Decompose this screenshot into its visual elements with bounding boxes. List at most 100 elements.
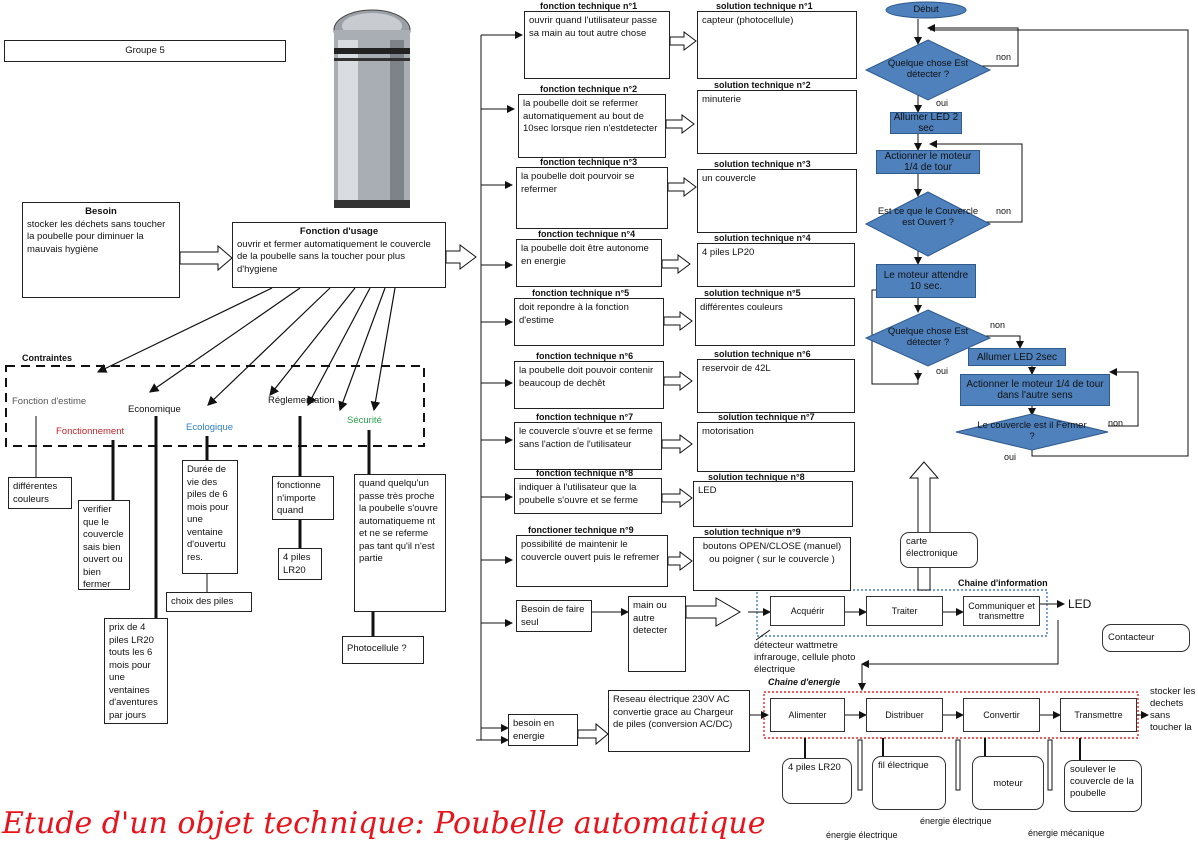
fonction-heading-7: fonction technique n°7 (536, 412, 634, 422)
detail-fonctionnement: verifier que le couvercle sais bien ouve… (78, 500, 130, 590)
main-detect-box: main ou autre detecter (628, 596, 686, 672)
fonction-box-4: la poubelle doit être autonome en energi… (516, 239, 662, 287)
fonction-heading-9: fonctioner technique n°9 (528, 525, 634, 535)
constraint-fonctionnement: Fonctionnement (56, 426, 125, 437)
contraintes-heading: Contraintes (22, 353, 73, 363)
fonction-box-9: possibilité de maintenir le couvercle ou… (516, 535, 668, 587)
detail-reglementation-piles: 4 piles LR20 (278, 548, 322, 580)
solution-heading-8: solution technique n°8 (708, 472, 805, 482)
component-couvercle: soulever le couvercle de la poubelle (1064, 760, 1142, 812)
solution-heading-5: solution technique n°5 (704, 288, 801, 298)
info-block-traiter: Traiter (866, 596, 943, 626)
fonction-heading-2: fonction technique n°2 (540, 84, 638, 94)
flow-q3: Quelque chose Est détecter ? (887, 326, 969, 348)
fonction-heading-6: fonction technique n°6 (536, 351, 634, 361)
flow-a3: Le moteur attendre 10 sec. (876, 264, 976, 298)
detail-ecologique: Durée de vie des piles de 6 mois pour un… (182, 460, 238, 574)
info-block-communiquer: Communiquer et transmettre (963, 596, 1040, 626)
flow-start: Début (913, 4, 939, 15)
flow-q1: Quelque chose Est détecter ? (887, 58, 969, 80)
detail-reglementation: fonctionne n'importe quand (272, 476, 334, 520)
besoin-seul-box: Besoin de faire seul (516, 600, 592, 632)
chaine-info-heading: Chaine d'information (958, 578, 1048, 588)
solution-heading-3: solution technique n°3 (714, 159, 811, 169)
energy-label-3: énergie mécanique (1028, 828, 1105, 838)
fonction-usage-text: ouvrir et fermer automatiquement le couv… (237, 238, 431, 275)
solution-heading-2: solution technique n°2 (714, 80, 811, 90)
flow-a2: Actionner le moteur 1/4 de tour (876, 150, 980, 174)
sensor-list: détecteur wattmetre infrarouge, cellule … (754, 640, 856, 675)
energy-label-2: énergie électrique (920, 816, 992, 826)
solution-box-4: 4 piles LP20 (697, 243, 855, 287)
fonction-usage-heading: Fonction d'usage (299, 226, 379, 237)
fonction-box-7: le couvercle s'ouvre et se ferme sans l'… (514, 422, 662, 470)
chaine-energie-heading: Chaine d'energie (768, 677, 841, 687)
info-block-acquerir: Acquérir (770, 596, 845, 626)
led-output: LED (1068, 597, 1092, 611)
component-fil: fil électrique (872, 756, 946, 810)
contacteur-bubble: Contacteur (1102, 624, 1190, 652)
fonction-box-6: la poubelle doit pouvoir contenir beauco… (514, 361, 664, 409)
detail-economique: prix de 4 piles LR20 touts les 6 mois po… (104, 618, 168, 724)
solution-heading-4: solution technique n°4 (714, 233, 811, 243)
solution-box-6: reservoir de 42L (697, 359, 855, 413)
component-moteur: moteur (972, 756, 1044, 810)
energy-block-distribuer: Distribuer (866, 698, 943, 732)
flow-q2: Est ce que le Couvercle est Ouvert ? (877, 206, 979, 228)
constraint-securite: Sécurité (347, 415, 382, 426)
solution-box-9: boutons OPEN/CLOSE (manuel) ou poigner (… (693, 537, 851, 591)
energy-block-convertir: Convertir (963, 698, 1040, 732)
solution-heading-1: solution technique n°1 (716, 1, 813, 11)
fonction-box-2: la poubelle doit se refermer automatique… (518, 94, 666, 158)
flow-non-1: non (996, 52, 1012, 62)
besoin-text: stocker les déchets sans toucher la poub… (27, 218, 166, 255)
flow-a5: Actionner le moteur 1/4 de tour dans l'a… (960, 374, 1110, 406)
solution-heading-7: solution technique n°7 (718, 412, 815, 422)
detail-securite: quand quelqu'un passe très proche la pou… (354, 474, 446, 612)
fonction-heading-4: fonction technique n°4 (538, 229, 636, 239)
detail-securite-sensor: Photocellule ? (342, 636, 424, 664)
besoin-heading: Besoin (85, 206, 117, 217)
constraint-estime: Fonction d'estime (12, 396, 87, 407)
energy-block-alimenter: Alimenter (770, 698, 845, 732)
fonction-box-8: indiquer à l'utilisateur que la poubelle… (514, 478, 662, 514)
page-title: Etude d'un objet technique: Poubelle aut… (2, 806, 766, 841)
fonction-box-3: la poubelle doit pourvoir se refermer (516, 167, 668, 229)
fonction-box-5: doit repondre à la fonction d'estime (514, 298, 664, 346)
fonction-heading-1: fonction technique n°1 (540, 1, 638, 11)
besoin-energie-box: besoin en energie (508, 714, 578, 746)
flow-non-2: non (996, 206, 1012, 216)
flow-oui-1: oui (936, 98, 949, 108)
detail-ecologique-choice: choix des piles (166, 592, 252, 612)
besoin-box: Besoin stocker les déchets sans toucher … (22, 202, 180, 298)
solution-box-3: un couvercle (697, 169, 857, 233)
flow-oui-4: oui (1004, 452, 1017, 462)
solution-box-7: motorisation (697, 422, 855, 472)
constraint-reglementation: Réglementation (268, 395, 335, 406)
detail-estime: différentes couleurs (8, 477, 72, 509)
contraintes-frame (5, 365, 425, 447)
flow-non-4: non (1108, 418, 1124, 428)
flow-non-3: non (990, 320, 1006, 330)
trash-can-image (333, 9, 411, 208)
component-piles: 4 piles LR20 (782, 758, 852, 804)
solution-box-5: différentes couleurs (695, 298, 855, 346)
constraint-economique: Economique (128, 404, 181, 415)
flow-oui-3: oui (936, 366, 949, 376)
flow-a4: Allumer LED 2sec (968, 348, 1066, 366)
group-label: Groupe 5 (4, 40, 286, 62)
fonction-box-1: ouvrir quand l'utilisateur passe sa main… (524, 11, 670, 79)
fonction-heading-3: fonction technique n°3 (540, 157, 638, 167)
energy-label-1: énergie électrique (826, 830, 898, 840)
solution-box-2: minuterie (697, 90, 857, 154)
reseau-box: Reseau électrique 230V AC convertie grac… (608, 690, 750, 752)
constraint-ecologique: Ecologique (186, 422, 234, 433)
energy-block-transmettre: Transmettre (1060, 698, 1137, 732)
fonction-usage-box: Fonction d'usage ouvrir et fermer automa… (232, 222, 446, 288)
energy-output-text: stocker les dechets sans toucher la (1150, 686, 1196, 733)
solution-heading-9: solution technique n°9 (704, 527, 801, 537)
fonction-heading-8: fonction technique n°8 (536, 468, 634, 478)
carte-electronique-bubble: carte électronique (900, 532, 978, 568)
solution-box-1: capteur (photocellule) (697, 11, 857, 79)
